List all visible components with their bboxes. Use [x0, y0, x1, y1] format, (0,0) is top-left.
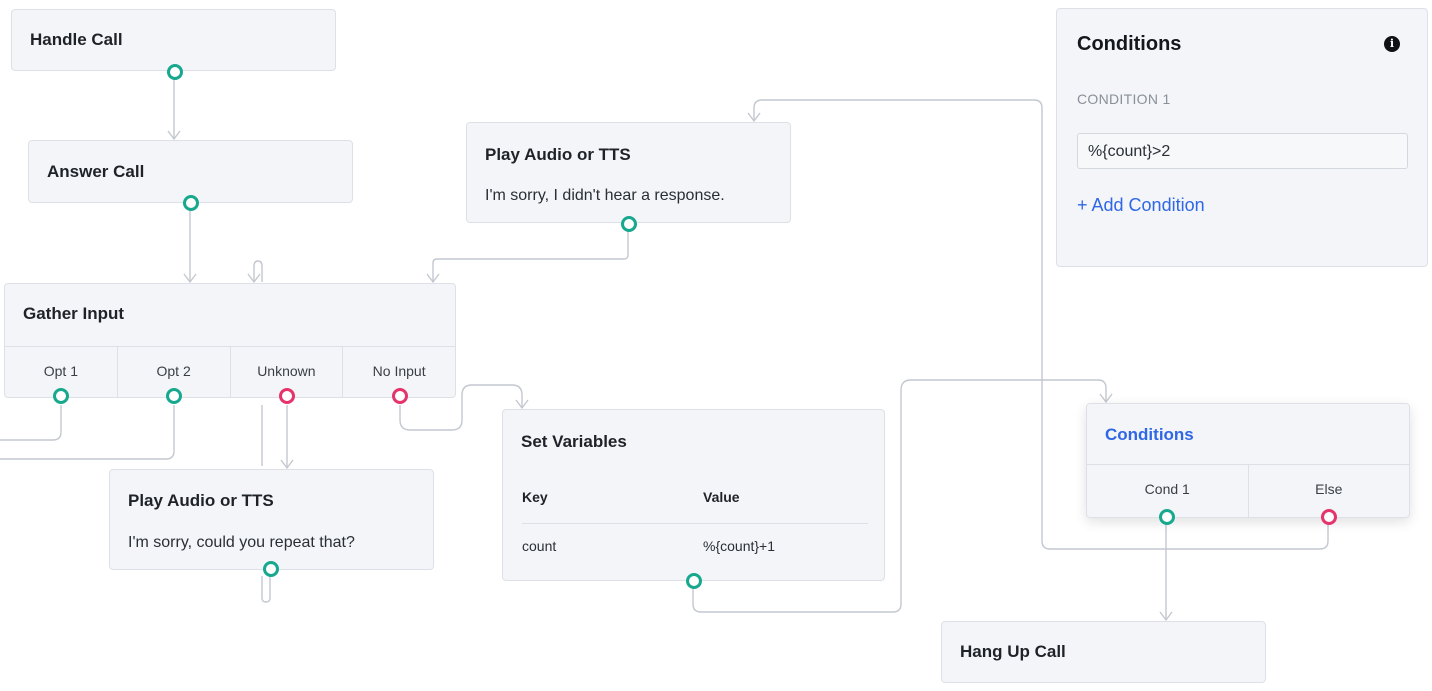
- node-handle-call[interactable]: Handle Call: [11, 9, 336, 80]
- option-cond1: Cond 1: [1087, 465, 1249, 517]
- opt2-port[interactable]: [166, 388, 182, 404]
- node-title: Gather Input: [23, 304, 125, 323]
- node-set-variables[interactable]: Set Variables Key Value count %{count}+1: [502, 409, 885, 589]
- panel-title: Conditions: [1077, 33, 1182, 55]
- output-port[interactable]: [263, 561, 279, 577]
- option-opt1: Opt 1: [5, 347, 118, 397]
- arrowhead: [167, 130, 181, 141]
- conditions-panel: Conditions i CONDITION 1 %{count}>2 + Ad…: [1056, 8, 1428, 267]
- node-hang-up-call[interactable]: Hang Up Call: [941, 621, 1266, 683]
- table-divider: [522, 523, 868, 524]
- add-condition-link[interactable]: + Add Condition: [1077, 195, 1205, 215]
- condition-label: CONDITION 1: [1077, 91, 1171, 107]
- node-title: Set Variables: [521, 432, 627, 451]
- node-conditions[interactable]: Conditions Cond 1 Else: [1086, 403, 1410, 525]
- cond1-port[interactable]: [1159, 509, 1175, 525]
- arrowhead: [183, 273, 197, 284]
- edge-opt2: [0, 405, 175, 460]
- else-port[interactable]: [1321, 509, 1337, 525]
- opt1-port[interactable]: [53, 388, 69, 404]
- arrowhead: [426, 273, 440, 284]
- node-play-audio-repeat[interactable]: Play Audio or TTS I'm sorry, could you r…: [109, 469, 434, 577]
- node-answer-call[interactable]: Answer Call: [28, 140, 353, 211]
- edge-opt1: [0, 405, 62, 441]
- arrowhead: [1099, 393, 1113, 404]
- option-no-input: No Input: [372, 363, 426, 379]
- gather-options: Opt 1 Opt 2 Unknown No Input: [5, 346, 455, 397]
- arrowhead: [247, 273, 261, 284]
- arrowhead: [1159, 611, 1173, 622]
- row-value: %{count}+1: [703, 538, 776, 554]
- node-title: Answer Call: [47, 162, 145, 181]
- output-port[interactable]: [686, 573, 702, 589]
- edge-noinput-to-setvars: [399, 384, 523, 431]
- output-port[interactable]: [167, 64, 183, 80]
- edge-setvars-to-conditions: [692, 379, 1107, 613]
- column-value: Value: [703, 489, 740, 505]
- unknown-port[interactable]: [279, 388, 295, 404]
- output-port[interactable]: [183, 195, 199, 211]
- arrowhead: [747, 112, 761, 123]
- condition-options: Cond 1 Else: [1087, 464, 1409, 517]
- column-key: Key: [522, 489, 548, 505]
- tts-text: I'm sorry, could you repeat that?: [128, 534, 355, 551]
- node-title: Play Audio or TTS: [128, 491, 274, 510]
- arrowhead: [280, 459, 294, 470]
- node-title: Hang Up Call: [960, 642, 1066, 661]
- option-else: Else: [1315, 481, 1343, 497]
- node-gather-input[interactable]: Gather Input Opt 1 Opt 2 Unknown No Inpu…: [4, 283, 456, 404]
- node-title: Conditions: [1105, 425, 1194, 444]
- edge-else-to-noresponse: [753, 99, 1329, 550]
- arrowhead: [515, 399, 529, 410]
- edge-loop-gather: [253, 260, 263, 282]
- output-port[interactable]: [621, 216, 637, 232]
- node-title: Play Audio or TTS: [485, 145, 631, 164]
- condition-input[interactable]: %{count}>2: [1077, 133, 1408, 169]
- node-title: Handle Call: [30, 30, 123, 49]
- row-key: count: [522, 538, 557, 554]
- node-play-audio-no-response[interactable]: Play Audio or TTS I'm sorry, I didn't he…: [466, 122, 791, 232]
- tts-text: I'm sorry, I didn't hear a response.: [485, 187, 725, 204]
- edge-noresponse-to-gather: [432, 231, 629, 281]
- option-opt2: Opt 2: [118, 347, 231, 397]
- no-input-port[interactable]: [392, 388, 408, 404]
- edge-repeat-down: [261, 576, 271, 603]
- option-unknown: Unknown: [231, 347, 344, 397]
- info-icon[interactable]: i: [1384, 36, 1400, 52]
